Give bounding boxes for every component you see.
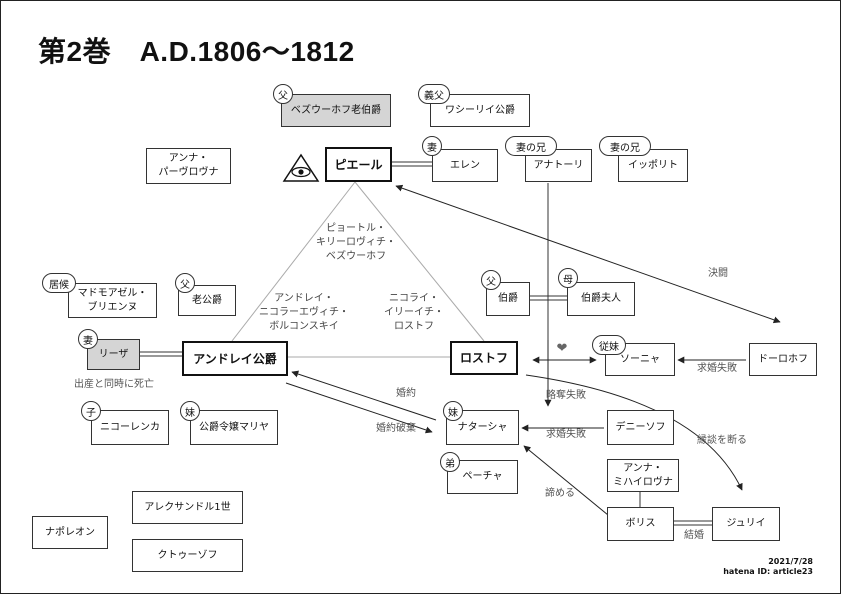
label-nikolai-full-name: ニコライ・ イリーイチ・ ロストフ bbox=[384, 293, 444, 332]
badge-marya: 妹 bbox=[180, 401, 200, 421]
marriage-lines bbox=[140, 161, 712, 526]
box-count: 伯爵 bbox=[486, 282, 530, 316]
box-anna-mikhailovna: アンナ・ ミハイロヴナ bbox=[607, 459, 679, 492]
eye-in-triangle-icon bbox=[282, 153, 320, 182]
box-andrei: アンドレイ公爵 bbox=[182, 341, 288, 376]
box-napoleon: ナポレオン bbox=[32, 516, 108, 549]
box-boris: ボリス bbox=[607, 507, 674, 541]
badge-countess: 母 bbox=[558, 268, 578, 288]
label-give-up: 諦める bbox=[545, 488, 575, 499]
label-refuse-match: 縁談を断る bbox=[697, 435, 747, 446]
label-andrei-full-name: アンドレイ・ ニコラーエヴィチ・ ボルコンスキイ bbox=[259, 293, 349, 332]
label-engagement: 婚約 bbox=[396, 388, 416, 399]
credit-id: hatena ID: article23 bbox=[723, 567, 813, 576]
box-bourienne: マドモアゼル・ ブリエンヌ bbox=[68, 283, 157, 318]
box-dolokhov: ドーロホフ bbox=[749, 343, 817, 376]
box-denisov: デニーソフ bbox=[607, 410, 674, 445]
credit-date: 2021/7/28 bbox=[768, 557, 813, 566]
heart-icon: ❤ bbox=[556, 341, 568, 356]
label-proposal-fail-dolokhov: 求婚失敗 bbox=[697, 363, 737, 374]
badge-bourienne: 居候 bbox=[42, 273, 76, 293]
box-countess: 伯爵夫人 bbox=[567, 282, 635, 316]
box-pierre: ピエール bbox=[325, 147, 392, 182]
badge-old-prince: 父 bbox=[175, 273, 195, 293]
badge-anatole: 妻の兄 bbox=[505, 136, 557, 156]
box-alexander: アレクサンドル1世 bbox=[132, 491, 243, 524]
box-marya: 公爵令嬢マリヤ bbox=[190, 410, 278, 445]
box-kutuzov: クトゥーゾフ bbox=[132, 539, 243, 572]
box-anatole: アナトーリ bbox=[525, 149, 592, 182]
badge-nikolenka: 子 bbox=[81, 401, 101, 421]
badge-petya: 弟 bbox=[440, 452, 460, 472]
label-marriage: 結婚 bbox=[684, 530, 704, 541]
box-julie: ジュリイ bbox=[712, 507, 780, 541]
badge-ippolit: 妻の兄 bbox=[599, 136, 651, 156]
badge-natasha: 妹 bbox=[443, 401, 463, 421]
box-anna-pavlovna: アンナ・ パーヴロヴナ bbox=[146, 148, 231, 184]
badge-bezukhov-old: 父 bbox=[273, 84, 293, 104]
badge-vasily: 義父 bbox=[418, 84, 450, 104]
box-nikolenka: ニコーレンカ bbox=[91, 410, 169, 445]
badge-helene: 妻 bbox=[422, 136, 442, 156]
box-bezukhov-old: ベズウーホフ老伯爵 bbox=[281, 94, 391, 127]
badge-liza: 妻 bbox=[78, 329, 98, 349]
label-liza-death: 出産と同時に死亡 bbox=[74, 379, 154, 390]
page-title: 第2巻 A.D.1806〜1812 bbox=[38, 36, 355, 67]
label-duel: 決闘 bbox=[708, 268, 728, 279]
badge-sonya: 従妹 bbox=[592, 335, 626, 355]
label-broken-engagement: 婚約破棄 bbox=[376, 423, 416, 434]
badge-count: 父 bbox=[481, 270, 501, 290]
label-pierre-full-name: ピョートル・ キリーロヴィチ・ ベズウーホフ bbox=[316, 223, 396, 262]
label-abduction-fail: 略奪失敗 bbox=[546, 390, 586, 401]
label-proposal-fail-denisov: 求婚失敗 bbox=[546, 429, 586, 440]
relation-arrows bbox=[285, 184, 781, 516]
box-helene: エレン bbox=[432, 149, 498, 182]
box-rostov: ロストフ bbox=[450, 341, 518, 375]
